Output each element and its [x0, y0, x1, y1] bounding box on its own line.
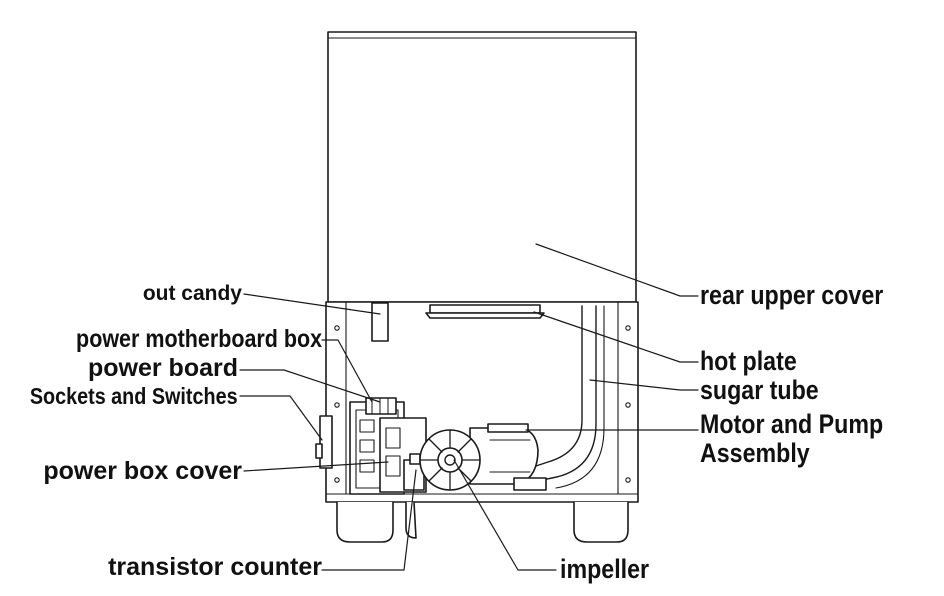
leader-power-motherboard-box [321, 339, 373, 403]
leader-hot-plate [533, 311, 699, 363]
leader-lines [239, 243, 699, 571]
label-power-motherboard-box: power motherboard box [75, 325, 322, 353]
label-transistor-counter: transistor counter [108, 553, 322, 581]
feet [336, 501, 629, 543]
out-candy-chute [371, 302, 389, 342]
sockets-and-switches [315, 415, 333, 469]
label-motor-and-pump-line2: Assembly [700, 438, 810, 468]
leader-sockets-and-switches [239, 395, 323, 441]
leader-out-candy [243, 293, 381, 315]
leader-power-board [239, 369, 381, 403]
leader-sugar-tube [589, 379, 699, 391]
motor-and-pump-assembly [469, 423, 547, 491]
label-impeller: impeller [560, 554, 650, 584]
leader-rear-upper-cover [535, 243, 699, 297]
label-rear-upper-cover: rear upper cover [700, 280, 884, 310]
label-sugar-tube: sugar tube [700, 375, 819, 405]
leader-power-box-cover [243, 461, 389, 472]
label-sockets-and-switches: Sockets and Switches [30, 383, 238, 409]
leader-transistor-counter [321, 469, 417, 571]
label-power-box-cover: power box cover [43, 457, 242, 485]
label-out-candy: out candy [142, 282, 242, 305]
label-power-board: power board [87, 354, 238, 382]
impeller [419, 429, 481, 491]
label-hot-plate: hot plate [700, 346, 797, 376]
label-motor-and-pump-line1: Motor and Pump [700, 409, 884, 439]
leader-impeller [453, 459, 557, 571]
hot-plate [425, 304, 545, 319]
rear-upper-cover [327, 31, 637, 303]
